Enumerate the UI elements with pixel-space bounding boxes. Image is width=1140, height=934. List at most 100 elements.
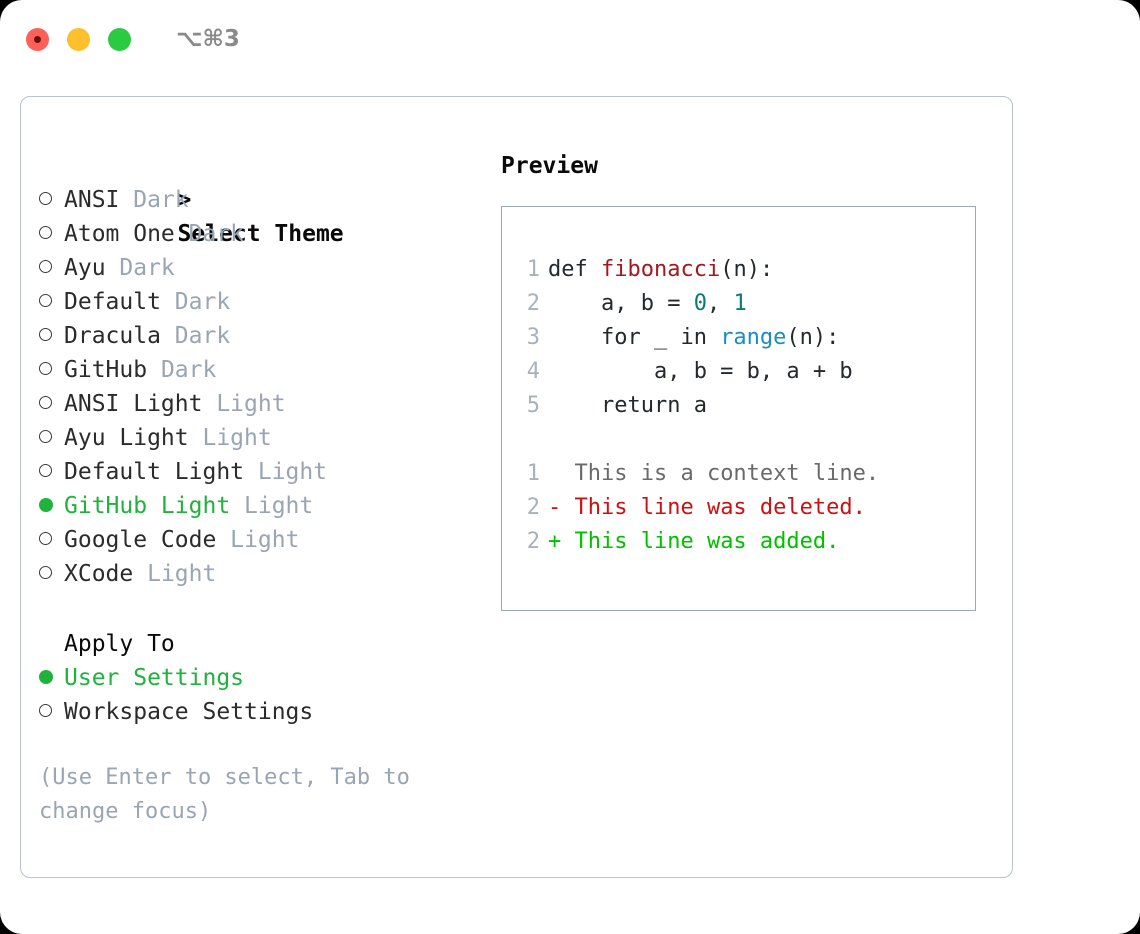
diff-line-text: - This line was deleted. — [548, 491, 866, 525]
maximize-button[interactable] — [108, 27, 131, 51]
theme-option-name: ANSI — [64, 187, 120, 213]
code-line-text: def fibonacci(n): — [548, 253, 773, 287]
radio-dot — [39, 294, 52, 307]
code-token-plain: return a — [548, 393, 707, 418]
minimize-button[interactable] — [67, 27, 90, 51]
theme-option-ansi-light[interactable]: ANSI Light Light — [39, 387, 499, 421]
diff-marker: - — [548, 495, 562, 520]
select-theme-heading: > Select Theme — [39, 149, 499, 247]
code-line-text: a, b = 0, 1 — [548, 287, 747, 321]
theme-option-dracula[interactable]: Dracula Dark — [39, 319, 499, 353]
theme-option-google-code[interactable]: Google Code Light — [39, 523, 499, 557]
theme-option-name: GitHub Light — [64, 493, 231, 519]
theme-option-name: Dracula — [64, 323, 161, 349]
preview-code-box: 1 def fibonacci(n): 2 a, b = 0, 1 3 for _ i… — [501, 206, 976, 611]
line-number: 2 — [526, 291, 540, 316]
code-diff-spacer — [502, 423, 975, 457]
apply-to-option-user-settings[interactable]: User Settings — [39, 661, 499, 695]
code-token-plain: a, b = — [548, 291, 694, 316]
code-sample: 1 def fibonacci(n): 2 a, b = 0, 1 3 for _ i… — [502, 253, 975, 423]
traffic-lights — [26, 27, 131, 51]
theme-option-default-light[interactable]: Default Light Light — [39, 455, 499, 489]
theme-option-github-light[interactable]: GitHub Light Light — [39, 489, 499, 523]
radio-dot — [39, 362, 52, 375]
radio-selected-icon — [39, 489, 64, 523]
radio-dot — [39, 260, 52, 273]
code-token-plain: (n): — [786, 325, 840, 350]
theme-option-name: Atom One — [64, 221, 175, 247]
apply-to-heading: Apply To — [64, 631, 175, 657]
diff-text: This is a context line. — [561, 461, 880, 486]
diff-line-text: + This line was added. — [548, 525, 839, 559]
theme-option-default[interactable]: Default Dark — [39, 285, 499, 319]
theme-option-ansi[interactable]: ANSI Dark — [39, 183, 499, 217]
theme-option-xcode[interactable]: XCode Light — [39, 557, 499, 591]
radio-dot — [39, 192, 52, 205]
theme-option-category: Light — [133, 561, 217, 587]
code-token-plain: (n): — [720, 257, 774, 282]
line-number: 3 — [526, 325, 540, 350]
theme-option-ayu[interactable]: Ayu Dark — [39, 251, 499, 285]
line-number: 2 — [526, 495, 540, 520]
code-line-text: return a — [548, 389, 707, 423]
keyboard-shortcut-label: ⌥⌘3 — [176, 26, 240, 52]
diff-line-add: 2+ This line was added. — [502, 525, 975, 559]
diff-line-ctx: 1 This is a context line. — [502, 457, 975, 491]
theme-option-category: Dark — [105, 255, 175, 281]
theme-option-name: ANSI Light — [64, 391, 203, 417]
radio-unselected-icon — [39, 695, 64, 729]
code-line-text: for _ in range(n): — [548, 321, 839, 355]
code-token-num: 1 — [733, 291, 747, 316]
code-token-num: 0 — [693, 291, 707, 316]
radio-dot — [39, 430, 52, 443]
radio-unselected-icon — [39, 251, 64, 285]
keyboard-hint-text: (Use Enter to select, Tab to change focu… — [39, 765, 424, 824]
theme-option-ayu-light[interactable]: Ayu Light Light — [39, 421, 499, 455]
diff-line-text: This is a context line. — [548, 457, 879, 491]
theme-option-github[interactable]: GitHub Dark — [39, 353, 499, 387]
radio-unselected-icon — [39, 353, 64, 387]
radio-unselected-icon — [39, 387, 64, 421]
diff-marker — [548, 461, 561, 486]
theme-option-name: XCode — [64, 561, 134, 587]
radio-unselected-icon — [39, 421, 64, 455]
prompt-caret-icon: > — [177, 187, 192, 213]
code-token-fn: fibonacci — [600, 257, 721, 282]
radio-dot — [39, 464, 52, 477]
diff-text: This line was deleted. — [561, 495, 866, 520]
theme-option-name: Default Light — [64, 459, 245, 485]
radio-dot — [39, 396, 52, 409]
close-button[interactable] — [26, 27, 49, 51]
code-token-plain: , — [706, 291, 734, 316]
theme-option-name: GitHub — [64, 357, 148, 383]
theme-option-category: Dark — [119, 187, 189, 213]
theme-option-category: Light — [202, 391, 286, 417]
radio-dot — [39, 328, 52, 341]
title-bar: ⌥⌘3 — [0, 0, 1140, 78]
code-line-text: a, b = b, a + b — [548, 355, 853, 389]
radio-unselected-icon — [39, 523, 64, 557]
apply-to-option-workspace-settings[interactable]: Workspace Settings — [39, 695, 499, 729]
radio-dot — [39, 497, 53, 512]
diff-sample: 1 This is a context line.2- This line wa… — [502, 457, 975, 559]
theme-option-name: Ayu Light — [64, 425, 189, 451]
radio-unselected-icon — [39, 557, 64, 591]
theme-option-category: Light — [230, 493, 314, 519]
line-number: 1 — [526, 257, 540, 282]
radio-unselected-icon — [39, 285, 64, 319]
theme-option-category: Dark — [174, 221, 245, 247]
line-number: 4 — [526, 359, 540, 384]
code-line: 5 return a — [502, 389, 975, 423]
theme-option-category: Dark — [160, 289, 231, 315]
section-spacer — [39, 591, 499, 627]
theme-option-name: Ayu — [64, 255, 106, 281]
theme-option-atom-one[interactable]: Atom One Dark — [39, 217, 499, 251]
theme-option-category: Dark — [147, 357, 217, 383]
theme-option-category: Light — [244, 459, 328, 485]
theme-option-category: Light — [216, 527, 300, 553]
